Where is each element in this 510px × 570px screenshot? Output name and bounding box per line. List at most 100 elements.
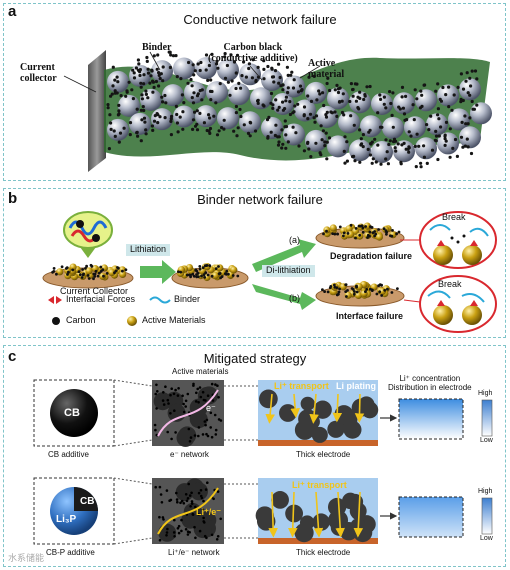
carbon-dot bbox=[248, 120, 252, 124]
carbon-dot bbox=[309, 155, 313, 159]
active-sphere bbox=[338, 111, 360, 134]
carbon-dot bbox=[266, 64, 270, 69]
carbon-dot bbox=[403, 118, 407, 122]
carbon-dot bbox=[388, 139, 392, 143]
delithiation-label: Di-lithiation bbox=[262, 265, 315, 277]
carbon-dot bbox=[234, 71, 238, 75]
carbon-dot bbox=[209, 78, 213, 82]
carbon-particle bbox=[67, 270, 70, 274]
carbon-dot bbox=[349, 82, 353, 86]
carbon-dot bbox=[262, 59, 266, 63]
carbon-dot bbox=[281, 88, 285, 92]
network-dot bbox=[188, 440, 192, 443]
carbon-dot bbox=[371, 157, 375, 161]
carbon-dot bbox=[208, 116, 212, 120]
carbon-dot bbox=[353, 82, 357, 86]
network-dot bbox=[161, 516, 165, 519]
lithiation-label: Lithiation bbox=[126, 244, 171, 256]
carbon-dot bbox=[461, 87, 466, 91]
carbon-particle bbox=[85, 264, 88, 268]
network-dot bbox=[165, 534, 168, 537]
carbon-dot bbox=[218, 82, 222, 86]
carbon-dot bbox=[130, 88, 134, 92]
carbon-particle bbox=[185, 273, 189, 277]
carbon-dot bbox=[379, 162, 383, 166]
carbon-dot bbox=[447, 105, 451, 109]
active-particle bbox=[119, 270, 127, 278]
legend-interfacial-forces-icon bbox=[48, 296, 62, 304]
carbon-dot bbox=[335, 114, 339, 118]
carbon-particle bbox=[225, 269, 229, 273]
network-dot bbox=[176, 500, 179, 504]
degradation-failure-label: Degradation failure bbox=[330, 251, 413, 261]
li-e-network-label: Li⁺/e⁻ network bbox=[168, 548, 220, 557]
network-dot bbox=[170, 437, 173, 441]
carbon-dot bbox=[286, 90, 290, 95]
label-active-material: Active material bbox=[308, 58, 345, 80]
carbon-particle bbox=[382, 227, 386, 231]
carbon-dot bbox=[156, 53, 160, 57]
network-dot bbox=[155, 407, 158, 410]
carbon-particle bbox=[345, 295, 348, 298]
network-dot bbox=[190, 491, 193, 495]
carbon-dot bbox=[168, 65, 172, 70]
carbon-dot bbox=[132, 71, 136, 75]
carbon-particle bbox=[203, 276, 207, 279]
carbon-particle bbox=[346, 232, 350, 235]
thick-electrode-bottom-label: Thick electrode bbox=[296, 548, 351, 557]
carbon-dot bbox=[443, 137, 447, 141]
carbon-dot bbox=[253, 129, 258, 133]
carbon-dot bbox=[169, 119, 173, 123]
active-sphere bbox=[448, 108, 470, 131]
electrode-particle bbox=[351, 398, 370, 417]
carbon-particle bbox=[378, 283, 382, 286]
carbon-dot bbox=[277, 62, 281, 66]
electrode-particle bbox=[347, 493, 364, 510]
carbon-dot bbox=[182, 101, 186, 105]
carbon-dot bbox=[280, 146, 284, 150]
li-conc-label: Li⁺ concentration Distribution in electr… bbox=[388, 374, 472, 392]
network-dot bbox=[198, 386, 202, 389]
carbon-dot bbox=[277, 140, 281, 144]
active-sphere bbox=[250, 87, 272, 110]
carbon-particle bbox=[322, 232, 325, 236]
carbon-dot bbox=[149, 74, 153, 78]
carbon-dot bbox=[340, 110, 345, 115]
carbon-dot bbox=[419, 89, 423, 93]
panel-a-title: Conductive network failure bbox=[183, 12, 337, 27]
carbon-dot bbox=[208, 131, 212, 135]
carbon-particle bbox=[113, 271, 116, 275]
electrode-particle bbox=[327, 420, 345, 438]
active-sphere bbox=[217, 59, 239, 82]
carbon-particle bbox=[342, 231, 346, 235]
carbon-particle bbox=[121, 269, 124, 273]
carbon-dot bbox=[262, 77, 266, 81]
carbon-dot bbox=[427, 128, 431, 132]
active-sphere bbox=[206, 81, 228, 104]
carbon-dot bbox=[306, 141, 310, 145]
carbon-particle bbox=[350, 287, 354, 290]
network-dot bbox=[203, 521, 206, 524]
network-dot bbox=[199, 395, 203, 399]
carbon-particle bbox=[338, 225, 342, 229]
li-transport-arrow bbox=[309, 393, 319, 424]
carbon-dot bbox=[144, 92, 148, 96]
carbon-particle bbox=[124, 268, 128, 272]
network-dot bbox=[210, 533, 214, 537]
network-dot bbox=[192, 382, 195, 386]
carbon-dot bbox=[199, 60, 203, 65]
carbon-dot bbox=[142, 116, 147, 120]
li-transport-arrow bbox=[354, 393, 365, 423]
carbon-dot bbox=[349, 114, 353, 118]
carbon-particle bbox=[354, 236, 357, 240]
network-dot bbox=[177, 524, 181, 528]
carbon-dot bbox=[374, 160, 378, 164]
network-dot bbox=[191, 513, 195, 516]
carbon-particle bbox=[177, 270, 180, 274]
carbon-dot bbox=[193, 69, 197, 73]
carbon-particle bbox=[198, 265, 202, 268]
network-dot bbox=[187, 482, 190, 486]
network-dot bbox=[197, 491, 201, 495]
electrode-particle bbox=[312, 513, 330, 531]
active-particle bbox=[85, 267, 93, 275]
